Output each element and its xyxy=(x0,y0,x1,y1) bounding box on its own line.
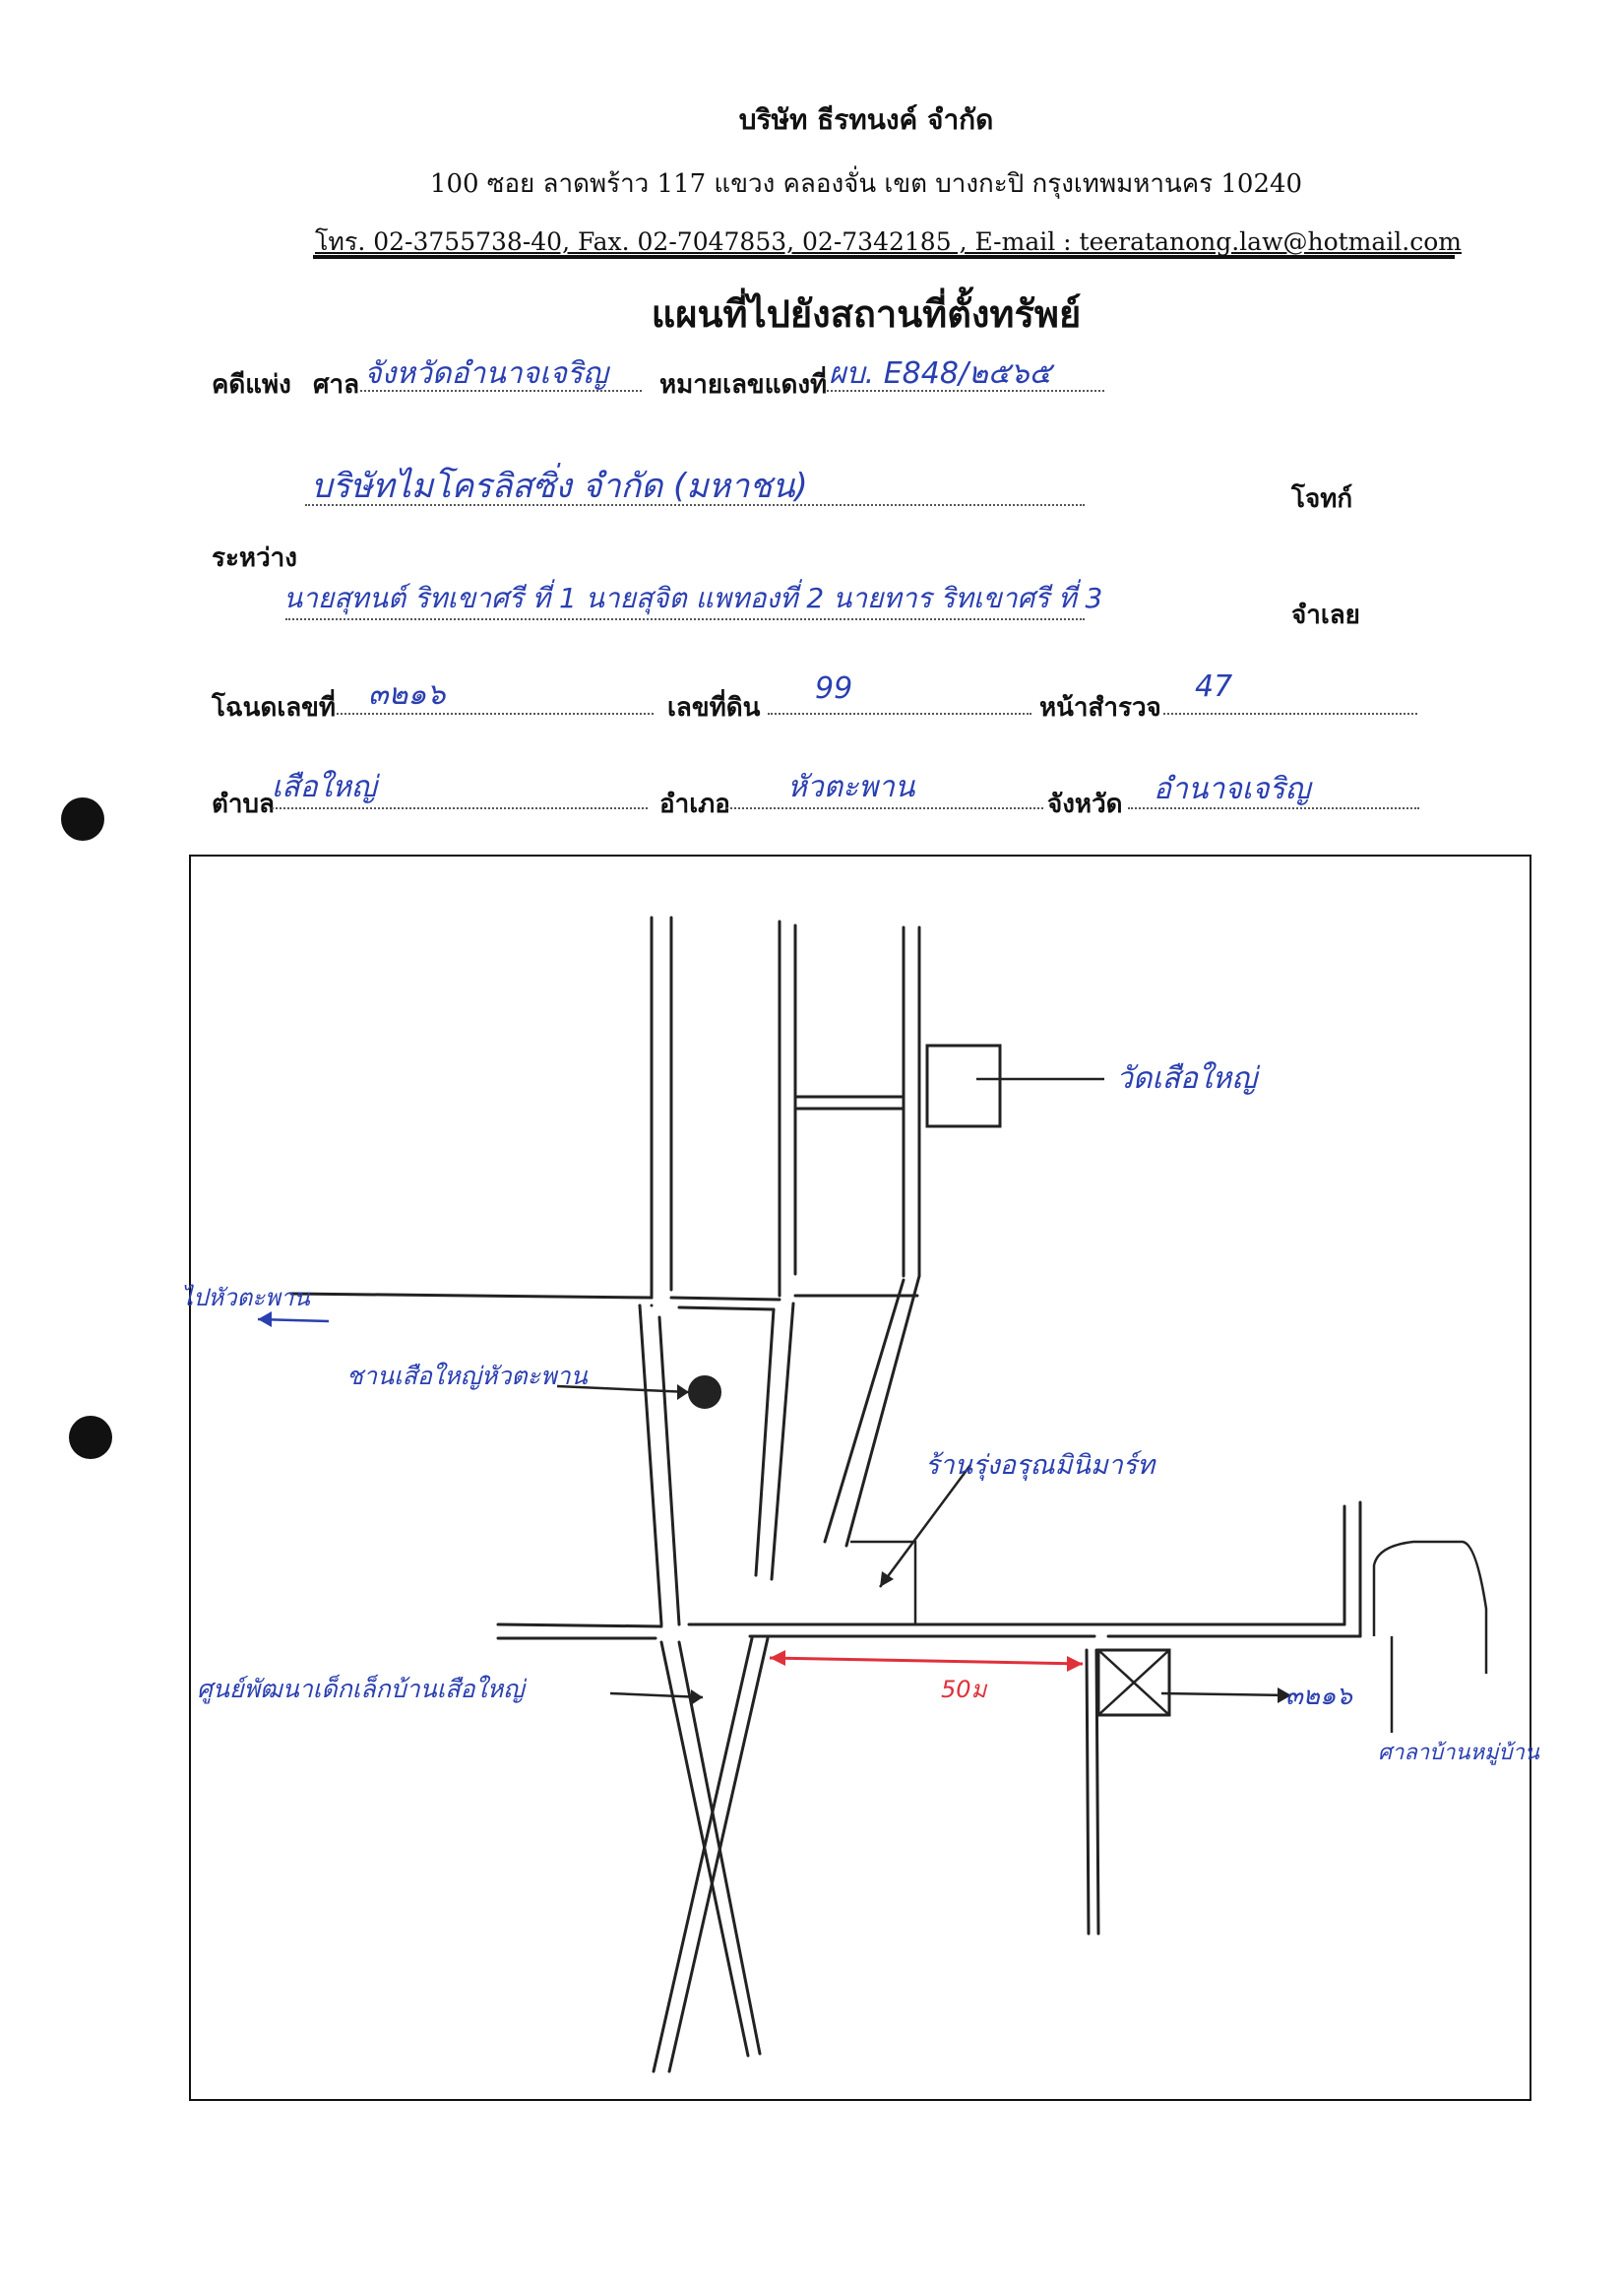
province-label: จังหวัด xyxy=(1047,790,1123,819)
road-line xyxy=(669,1296,781,1302)
case-number-label: หมายเลขแดงที่ xyxy=(659,370,828,400)
school-pointer-head xyxy=(691,1689,703,1705)
map-label-distance: 50ม xyxy=(941,1676,987,1703)
case-type-label: คดีแพ่ง xyxy=(212,370,291,400)
punch-hole-top xyxy=(61,797,104,841)
temple-building xyxy=(925,1044,1002,1128)
province-value: อำนาจเจริญ xyxy=(1154,772,1311,806)
plaintiff-value: บริษัทไมโครลิสซิ่ง จำกัด (มหาชน) xyxy=(311,467,808,506)
village-hall xyxy=(1372,1540,1488,1674)
shop-pointer xyxy=(878,1464,972,1588)
company-name: บริษัท ธีรทนงค์ จำกัด xyxy=(738,103,994,136)
road-line xyxy=(1094,1648,1100,1936)
plaintiff-label: โจทก์ xyxy=(1291,484,1353,514)
deed-label: โฉนดเลขที่ xyxy=(212,693,337,723)
map-label-village: ศาลาบ้านหมู่บ้าน xyxy=(1378,1741,1539,1765)
defendant-label: จำเลย xyxy=(1291,601,1360,630)
case-number-value: ผบ. E848/๒๕๖๕ xyxy=(829,356,1052,391)
between-label: ระหว่าง xyxy=(212,543,297,573)
case-number-line xyxy=(827,390,1104,392)
province-line xyxy=(1128,807,1419,809)
land-parcel xyxy=(1096,1648,1171,1717)
road-line xyxy=(754,1307,776,1577)
road-line xyxy=(667,1636,770,2073)
company-address: 100 ซอย ลาดพร้าว 117 แขวง คลองจั่น เขต บ… xyxy=(429,169,1303,199)
subdistrict-value: เสือใหญ่ xyxy=(272,770,377,804)
subdistrict-line xyxy=(272,807,648,809)
road-line xyxy=(289,1292,654,1300)
court-line xyxy=(360,390,642,392)
map-label-to-town: ไปหัวตะพาน xyxy=(181,1284,310,1311)
road-line xyxy=(657,1315,681,1626)
defendant-line xyxy=(285,618,1085,620)
distance-arrow xyxy=(769,1656,1084,1666)
deed-pointer-head xyxy=(1278,1687,1291,1703)
land-number-value: 99 xyxy=(815,671,853,706)
subdistrict-label: ตำบล xyxy=(212,790,275,819)
deed-line xyxy=(337,713,654,715)
road-line xyxy=(496,1622,663,1628)
map-label-school: ศูนย์พัฒนาเด็กเล็กบ้านเสือใหญ่ xyxy=(197,1675,525,1703)
document-title: แผนที่ไปยังสถานที่ตั้งทรัพย์ xyxy=(651,291,1082,336)
road-line xyxy=(844,1274,921,1548)
survey-line xyxy=(1163,713,1417,715)
company-contact: โทร. 02-3755738-40, Fax. 02-7047853, 02-… xyxy=(315,227,1462,256)
land-number-line xyxy=(768,713,1031,715)
header-rule xyxy=(313,255,1455,259)
district-line xyxy=(726,807,1043,809)
map-frame xyxy=(189,855,1531,2101)
punch-hole-bottom xyxy=(69,1416,112,1459)
court-value: จังหวัดอำนาจเจริญ xyxy=(364,356,608,391)
road-line xyxy=(638,1304,663,1626)
land-number-label: เลขที่ดิน xyxy=(667,693,761,723)
distance-arrow-head-left xyxy=(770,1650,785,1666)
market-pointer xyxy=(556,1384,690,1394)
road-line xyxy=(1085,1648,1091,1936)
market-marker xyxy=(688,1375,721,1409)
survey-label: หน้าสำรวจ xyxy=(1039,693,1161,723)
distance-arrow-head-right xyxy=(1067,1656,1083,1672)
shop-building xyxy=(850,1540,917,1624)
defendant-value: นายสุทนต์ ริทเขาศรี ที่ 1 นายสุจิต แพทอง… xyxy=(283,582,1103,614)
district-label: อำเภอ xyxy=(659,790,730,819)
road-line xyxy=(770,1302,795,1581)
road-line xyxy=(652,1636,754,2073)
road-line xyxy=(677,1305,776,1311)
shop-pointer-head xyxy=(880,1571,894,1587)
plaintiff-line xyxy=(305,504,1085,506)
land-parcel-cross xyxy=(1097,1649,1170,1716)
road-line xyxy=(823,1278,906,1544)
map-label-shop: ร้านรุ่งอรุณมินิมาร์ท xyxy=(925,1450,1156,1481)
map-label-deed: ๓๒๑๖ xyxy=(1285,1682,1352,1711)
court-label: ศาล xyxy=(313,370,360,400)
district-value: หัวตะพาน xyxy=(787,770,915,804)
to-town-arrow-head xyxy=(258,1311,272,1327)
deed-pointer xyxy=(1160,1691,1292,1697)
survey-value: 47 xyxy=(1195,669,1233,704)
market-pointer-head xyxy=(677,1384,689,1400)
map-label-temple: วัดเสือใหญ่ xyxy=(1116,1061,1257,1096)
map-label-market: ชานเสือใหญ่หัวตะพาน xyxy=(346,1362,588,1390)
school-pointer xyxy=(609,1691,704,1699)
deed-value: ๓๒๑๖ xyxy=(368,677,446,712)
map-roads xyxy=(289,916,1362,2073)
